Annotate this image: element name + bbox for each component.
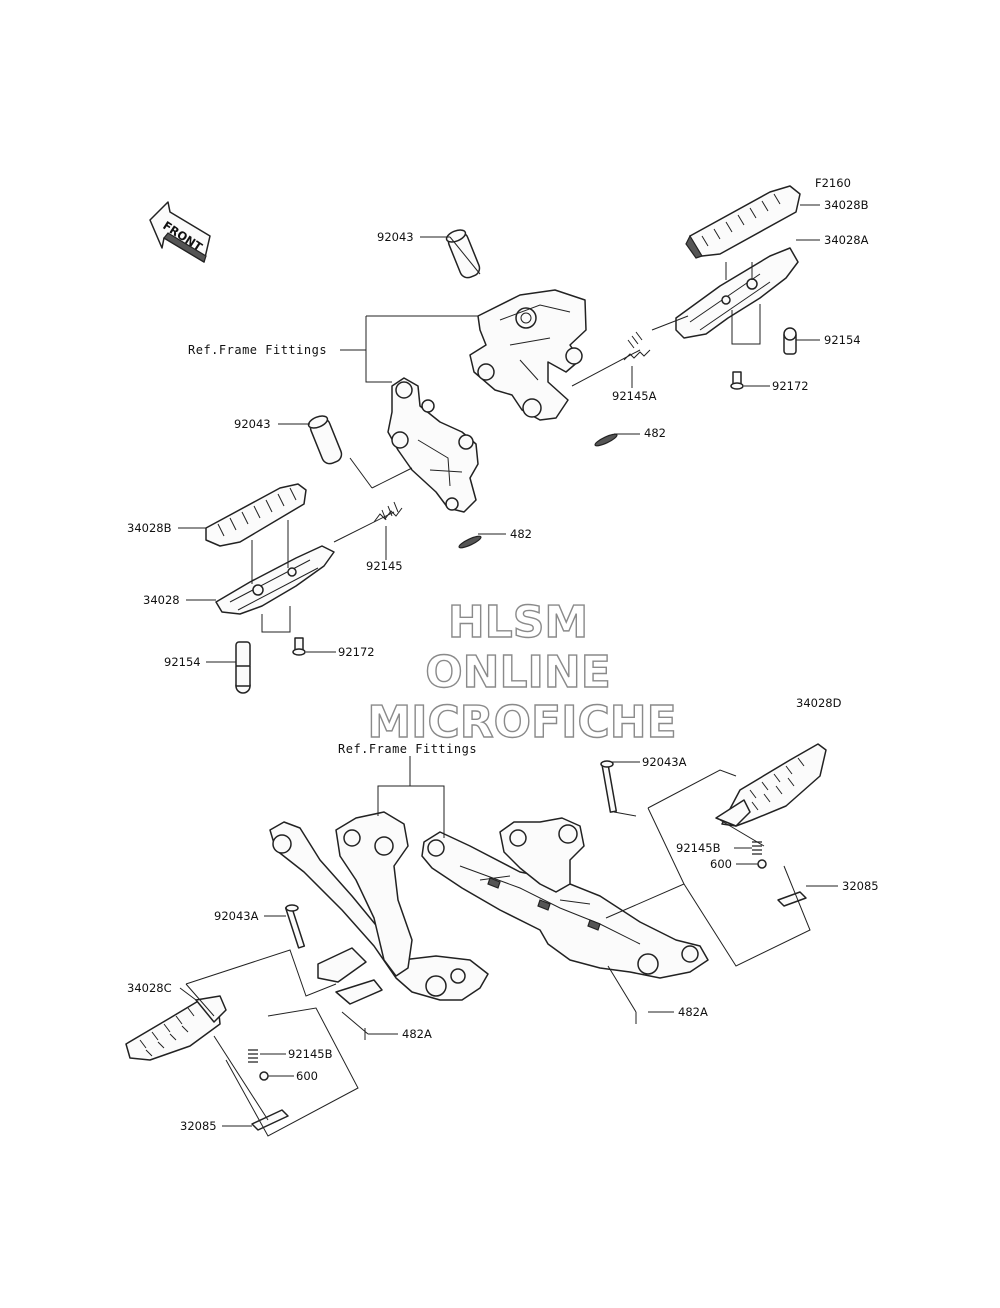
part-labels: 92043 Ref.Frame Fittings 92043 34028B 34…	[127, 198, 879, 1133]
bolt-92154-left	[235, 641, 251, 694]
clip-482-right	[594, 433, 618, 447]
label-92154-right: 92154	[824, 333, 861, 347]
label-92043-top: 92043	[377, 230, 414, 244]
label-34028-left: 34028	[143, 593, 180, 607]
label-34028b-right: 34028B	[824, 198, 869, 212]
clip-482-left	[458, 535, 482, 549]
label-482-left: 482	[510, 527, 532, 541]
label-34028d: 34028D	[796, 696, 842, 710]
rear-bracket-center	[335, 811, 413, 977]
label-34028b-left: 34028B	[127, 521, 172, 535]
label-34028c: 34028C	[127, 981, 172, 995]
pin-92043-mid	[307, 415, 343, 465]
watermark-line-2: ONLINE	[425, 647, 611, 698]
label-92145-left: 92145	[366, 559, 403, 573]
label-600-right: 600	[710, 857, 732, 871]
footpeg-bracket-right	[469, 289, 587, 421]
label-92043a-left: 92043A	[214, 909, 259, 923]
footpeg-34028	[215, 545, 335, 615]
plate-32085-right	[777, 891, 807, 907]
label-32085-right: 32085	[842, 879, 879, 893]
label-32085-left: 32085	[180, 1119, 217, 1133]
watermark-line-3: MICROFICHE	[367, 697, 676, 748]
footpeg-34028d	[715, 743, 827, 827]
label-92145b-left: 92145B	[288, 1047, 333, 1061]
footpeg-bracket-left	[387, 377, 479, 513]
label-92172-left: 92172	[338, 645, 375, 659]
pin-92043a-right	[600, 760, 618, 813]
label-482a-right: 482A	[678, 1005, 708, 1019]
label-92172-right: 92172	[772, 379, 809, 393]
diagram-code: F2160	[815, 176, 851, 190]
label-ref-frame-bottom: Ref.Frame Fittings	[338, 742, 477, 756]
watermark: HLSM ONLINE MICROFICHE	[367, 596, 678, 748]
footpeg-rubber-34028b-right	[685, 185, 801, 259]
bolt-92172-left	[292, 637, 306, 656]
label-600-left: 600	[296, 1069, 318, 1083]
label-92145a: 92145A	[612, 389, 657, 403]
rear-bracket-left	[269, 821, 489, 1005]
watermark-line-1: HLSM	[448, 597, 588, 648]
leader-lines	[178, 204, 838, 1137]
plate-32085-left	[251, 1109, 289, 1131]
footpeg-34028c	[125, 995, 227, 1061]
spring-92145b-left	[248, 1049, 258, 1063]
footpeg-34028a	[675, 247, 799, 339]
bolt-92172-right	[730, 371, 744, 390]
pin-92043a-left	[284, 904, 306, 949]
front-arrow-icon: FRONT	[149, 201, 211, 263]
footpeg-rubber-34028b-left	[205, 483, 307, 547]
label-92043a-right: 92043A	[642, 755, 687, 769]
ball-600-left	[259, 1071, 269, 1081]
label-92154-left: 92154	[164, 655, 201, 669]
label-34028a: 34028A	[824, 233, 869, 247]
label-92043-mid: 92043	[234, 417, 271, 431]
spring-92145a	[623, 331, 651, 361]
bolt-92154-right	[783, 327, 797, 355]
label-482a-left: 482A	[402, 1027, 432, 1041]
rear-bracket-hanger	[499, 817, 585, 893]
label-ref-frame-top: Ref.Frame Fittings	[188, 343, 327, 357]
ball-600-right	[757, 859, 767, 869]
label-92145b-right: 92145B	[676, 841, 721, 855]
label-482-right: 482	[644, 426, 666, 440]
spring-92145	[373, 501, 403, 523]
